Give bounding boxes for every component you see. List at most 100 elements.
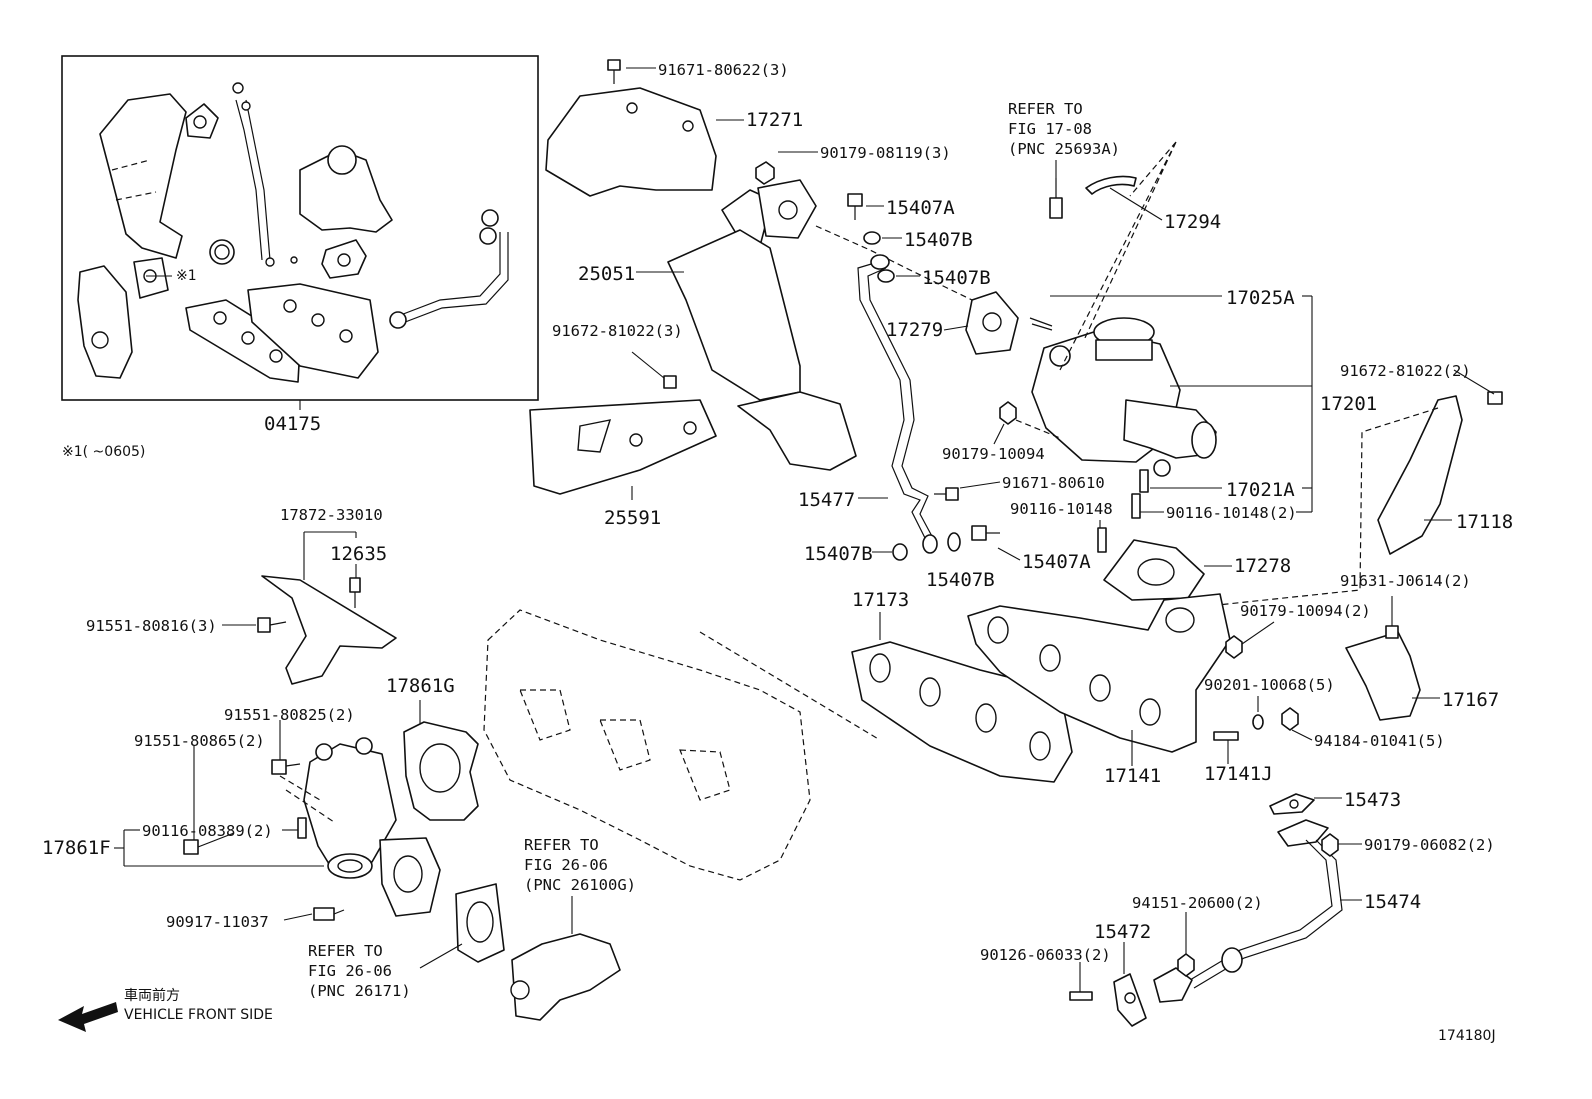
heat-insulator-17271 [545,87,717,197]
turbocharger-17201 [1031,317,1217,477]
vehicle-front-arrow-icon [58,1002,118,1032]
label-15407B-3: 15407B [804,543,873,565]
bolt-91671-80610 [934,487,959,501]
bolt-91671-80622 [607,59,621,84]
label-17025A: 17025A [1226,287,1295,309]
label-91672-81022-left: 91672-81022(3) [552,322,683,340]
refer-fig-26-06-a-line3: (PNC 26100G) [524,876,636,894]
label-90126-06033: 90126-06033(2) [980,946,1111,964]
label-17141J: 17141J [1204,763,1273,785]
label-15477: 15477 [798,489,855,511]
label-91551-80816: 91551-80816(3) [86,617,217,635]
sensor-90917-11037 [313,907,345,921]
label-17173: 17173 [852,589,909,611]
refer-fig-26-06-b-line3: (PNC 26171) [308,982,411,1000]
label-17167: 17167 [1442,689,1499,711]
refer-fig-17-08-line3: (PNC 25693A) [1008,140,1120,158]
bolt-15407A-2 [971,525,1000,541]
washer-15407B-2 [877,269,895,283]
stud-17141J [1213,731,1239,741]
washer-15407B-4 [947,532,961,552]
nut-90179-06082 [1321,833,1339,857]
stud-90116-08389 [297,817,307,839]
label-90917-11037: 90917-11037 [166,913,269,931]
label-91671-80622: 91671-80622(3) [658,61,789,79]
front-side-en: VEHICLE FRONT SIDE [124,1007,273,1023]
inset-kit-04175 [61,55,539,401]
label-90179-06082: 90179-06082(2) [1364,836,1495,854]
label-91551-80865: 91551-80865(2) [134,732,265,750]
refer-fig-17-08-line2: FIG 17-08 [1008,120,1092,138]
refer-fig-17-08-line1: REFER TO [1008,100,1083,118]
label-15474: 15474 [1364,891,1421,913]
nut-90179-10094-2 [1225,635,1243,659]
refer-fig-26-06-b-line2: FIG 26-06 [308,962,392,980]
label-90201-10068: 90201-10068(5) [1204,676,1335,694]
label-15407A-top: 15407A [886,197,955,219]
hose-17294 [1085,175,1137,195]
label-90116-10148: 90116-10148 [1010,500,1113,518]
gasket-17173 [851,641,1073,783]
cylinder-head-ghost [483,609,881,881]
label-25591: 25591 [604,507,661,529]
insulator-17167 [1345,631,1421,721]
front-side-jp: 車両前方 [124,987,180,1004]
washer-90201-10068 [1252,714,1264,730]
label-15407B-2: 15407B [922,267,991,289]
nut-90179-10094 [999,401,1017,425]
bracket-17118 [1377,391,1503,555]
label-90179-10094: 90179-10094 [942,445,1045,463]
label-17294: 17294 [1164,211,1221,233]
bracket-25591 [529,375,717,495]
label-04175: 04175 [264,413,321,435]
label-17021A: 17021A [1226,479,1295,501]
label-91551-80825: 91551-80825(2) [224,706,355,724]
label-90179-10094-2: 90179-10094(2) [1240,602,1371,620]
bolt-15407A [847,193,863,220]
stud-17025A [1029,317,1053,331]
oil-return-pipe-15474 [1153,819,1343,1003]
label-15472: 15472 [1094,921,1151,943]
nut-90179-08119 [755,161,775,185]
label-12635: 12635 [330,543,387,565]
label-91672-81022-right: 91672-81022(2) [1340,362,1471,380]
label-94184-01041: 94184-01041(5) [1314,732,1445,750]
refer-fig-26-06-a-line2: FIG 26-06 [524,856,608,874]
nut-94151-20600 [1177,953,1195,977]
label-90179-08119: 90179-08119(3) [820,144,951,162]
label-91631-J0614: 91631-J0614(2) [1340,572,1471,590]
label-17201: 17201 [1320,393,1377,415]
washer-15407B [863,231,881,245]
stud-90126-06033 [1069,991,1093,1001]
bolt-91631-J0614 [1385,625,1399,639]
refer-fig-26-06-b-line1: REFER TO [308,942,383,960]
inset-note-mark: ※1 [176,268,197,284]
label-17861G: 17861G [386,675,455,697]
bracket-17872-33010 [261,575,397,685]
note-production-range: ※1( ~0605) [62,444,145,460]
label-17861F: 17861F [42,837,111,859]
label-17279: 17279 [886,319,943,341]
bolt-91551-80816 [257,617,287,633]
refer-fig-26-06-a-line1: REFER TO [524,836,599,854]
label-25051: 25051 [578,263,635,285]
converter-25051 [667,179,857,471]
stud-90116-10148 [1097,493,1141,553]
label-94151-20600: 94151-20600(2) [1132,894,1263,912]
label-90116-10148-2: 90116-10148(2) [1166,504,1297,522]
bolt-91551-80865 [183,832,235,855]
label-17141: 17141 [1104,765,1161,787]
figure-code: 174180J [1438,1028,1496,1044]
label-15407A-2: 15407A [1022,551,1091,573]
label-91671-80610: 91671-80610 [1002,474,1105,492]
washer-15407B-3 [892,543,908,561]
label-15473: 15473 [1344,789,1401,811]
label-17118: 17118 [1456,511,1513,533]
exhaust-manifold-17141 [967,593,1231,753]
bolt-91551-80825 [271,759,301,775]
intake-part-26100G [511,933,621,1021]
label-17271: 17271 [746,109,803,131]
oil-pipe-15477 [857,254,938,554]
label-90116-08389: 90116-08389(2) [142,822,273,840]
